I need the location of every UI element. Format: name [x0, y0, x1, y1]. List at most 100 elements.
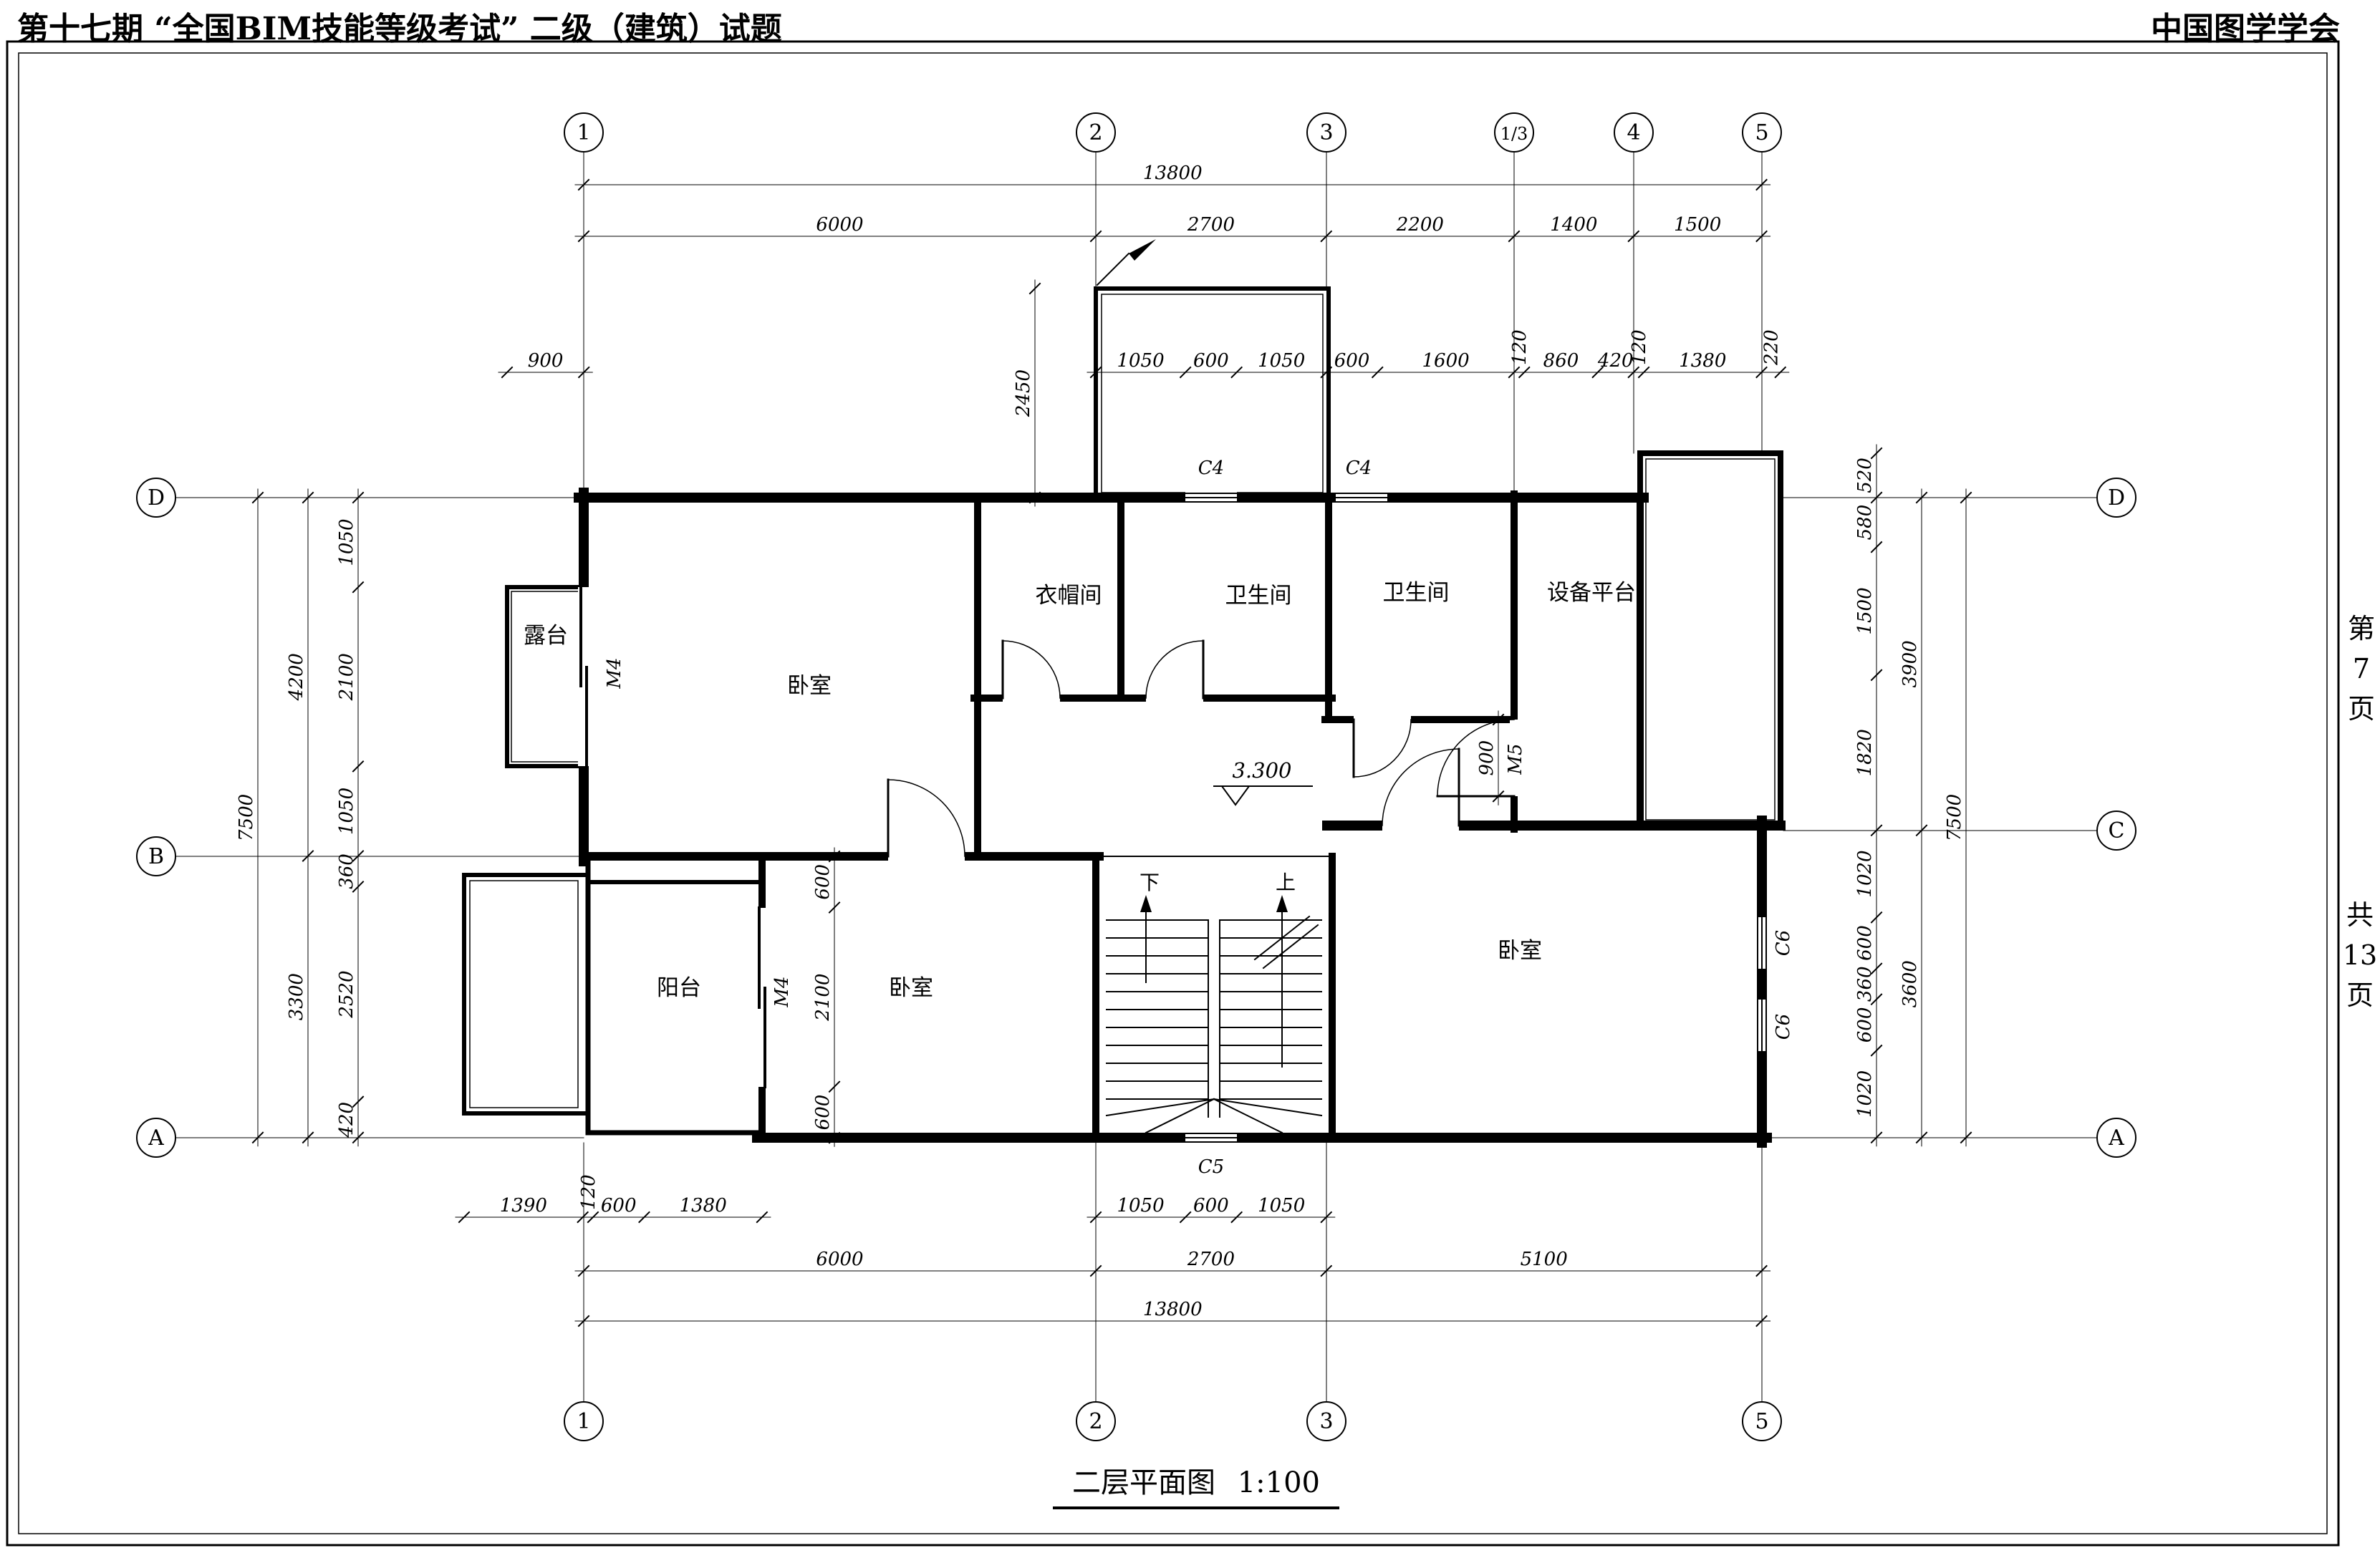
dimension-tick [1627, 366, 1640, 379]
dimension-tick [1089, 1211, 1102, 1224]
dimension-tick [587, 1211, 599, 1224]
dimension-tick [352, 1131, 365, 1144]
room-label: 露台 [524, 623, 568, 649]
walls [574, 488, 1786, 1148]
grid-bubble-label: D [148, 485, 165, 511]
level-mark [1213, 785, 1313, 806]
opening-mark-C6: C6 [1773, 930, 1794, 956]
grid-bubble-D [2096, 478, 2136, 518]
grid-bubble-label: 1/3 [1500, 124, 1528, 144]
dimension-tick [302, 491, 314, 504]
dimension-tick [1028, 282, 1041, 295]
dimension-text: 600 [1854, 925, 1876, 961]
dimension-tick [1755, 1315, 1768, 1327]
grid-bubble-label: A [2108, 1126, 2124, 1151]
dimension-tick [828, 850, 841, 863]
room-label: 卫生间 [1383, 580, 1450, 606]
dimension-text: 3900 [1899, 640, 1921, 687]
dimension-text: 360 [336, 853, 357, 889]
opening-mark-C6: C6 [1773, 1014, 1794, 1040]
dimension-text: 360 [1854, 966, 1876, 1002]
dimension-tick [1089, 366, 1102, 379]
dimension-tick [1518, 366, 1531, 379]
dimension-text: 7500 [1944, 794, 1965, 841]
grid-bubble-label: 1 [577, 1409, 590, 1434]
dimension-text: 1020 [1854, 850, 1876, 897]
windows [1185, 492, 1768, 1143]
grid-bubble-3 [1306, 1401, 1346, 1441]
dimension-text: 1380 [680, 1195, 727, 1216]
dimension-tick [1320, 230, 1333, 243]
dimension-tick [1870, 491, 1883, 504]
grid-bubble-1/3 [1494, 112, 1534, 153]
dimension-tick [1774, 366, 1787, 379]
grid-bubble-label: 5 [1755, 1409, 1768, 1434]
room-label: 设备平台 [1547, 580, 1636, 606]
dimension-tick [828, 1080, 841, 1093]
dimension-text: 220 [1761, 329, 1783, 366]
dimension-tick [577, 1315, 590, 1327]
room-label: 卧室 [889, 975, 933, 1001]
dimension-text: 120 [578, 1174, 599, 1210]
grid-bubble-1 [564, 112, 604, 153]
dimension-text: 1820 [1854, 729, 1876, 776]
dimension-tick [1627, 230, 1640, 243]
dimension-tick [1755, 230, 1768, 243]
dimension-text: 6000 [816, 1249, 863, 1270]
dimension-tick [1915, 1131, 1928, 1144]
dimension-text: 1050 [1117, 350, 1164, 372]
dimension-tick [1637, 366, 1650, 379]
grid-bubble-label: D [2108, 485, 2125, 511]
stair-direction-label: 下 [1140, 871, 1160, 894]
dimension-tick [828, 901, 841, 914]
dimension-tick [458, 1211, 471, 1224]
dimension-text: 1600 [1422, 350, 1470, 372]
dimension-tick [1960, 491, 1972, 504]
dimension-tick [352, 760, 365, 773]
dimension-text: 1380 [1679, 350, 1726, 372]
grid-bubble-A [136, 1118, 176, 1158]
dimension-text: 600 [812, 1095, 834, 1131]
page-number: 第 7 页 [2345, 609, 2378, 729]
dimension-tick [577, 1264, 590, 1277]
dimension-tick [1870, 669, 1883, 682]
dimension-tick [1870, 962, 1883, 975]
dimension-text: 120 [1629, 329, 1650, 365]
grid-bubble-label: 3 [1319, 120, 1333, 145]
dimension-tick [1870, 824, 1883, 837]
room-label: 卧室 [787, 673, 832, 699]
section-flag [1096, 239, 1156, 286]
dimension-tick [1915, 824, 1928, 837]
dimension-tick [251, 491, 264, 504]
page-char: 7 [2352, 653, 2371, 684]
dimension-tick [1492, 790, 1505, 803]
grid-bubble-B [136, 836, 176, 876]
dimension-tick [1870, 993, 1883, 1006]
dimension-tick [638, 1211, 650, 1224]
dimension-tick [1508, 366, 1521, 379]
room-label: 卫生间 [1225, 583, 1292, 609]
dimension-text: 2700 [1187, 214, 1235, 236]
stairs [1105, 895, 1323, 1134]
dimension-text: 420 [1597, 350, 1634, 372]
dimension-tick [1870, 541, 1883, 553]
grid-bubble-C [2096, 811, 2136, 851]
dimension-tick [1028, 491, 1041, 504]
dimension-tick [1179, 366, 1192, 379]
dimension-text: 900 [528, 350, 564, 372]
dimension-tick [1089, 1264, 1102, 1277]
caption-scale: 1:100 [1237, 1466, 1320, 1499]
grid-bubble-label: 2 [1089, 120, 1102, 145]
opening-mark-C4: C4 [1346, 458, 1372, 479]
dimension-text: 600 [1193, 1195, 1229, 1216]
grid-bubble-3 [1306, 112, 1346, 153]
dimension-tick [352, 850, 365, 862]
opening-mark-C5: C5 [1198, 1156, 1224, 1178]
dimension-tick [828, 1131, 841, 1144]
dimension-text: 6000 [816, 214, 863, 236]
dimension-text: 580 [1854, 505, 1876, 541]
level-value: 3.300 [1232, 758, 1291, 783]
grid-bubble-4 [1614, 112, 1654, 153]
dimension-tick [577, 230, 590, 243]
